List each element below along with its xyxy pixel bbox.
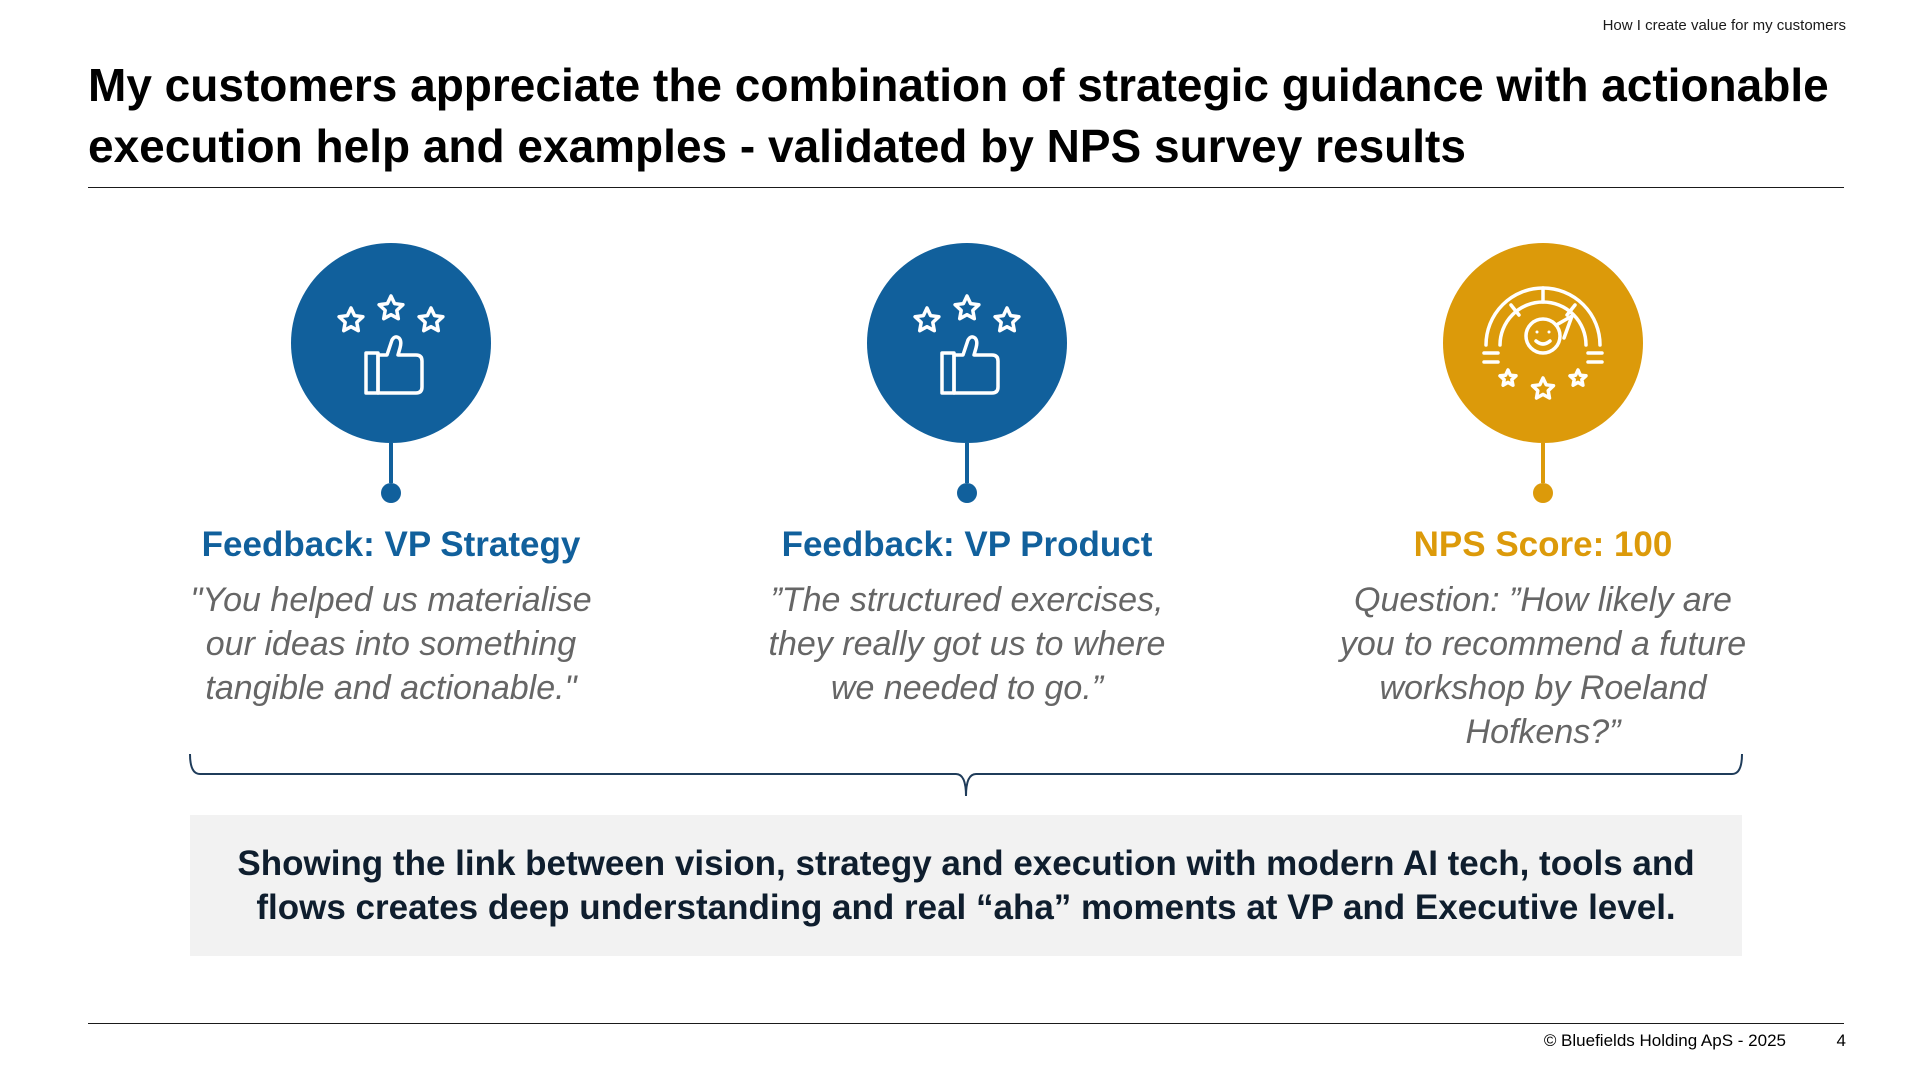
page-number: 4 xyxy=(1836,1031,1846,1050)
nps-score-column: NPS Score: 100 Question: ”How likely are… xyxy=(1283,243,1803,754)
icon-circle xyxy=(291,243,491,443)
column-quote: "You helped us materialise our ideas int… xyxy=(190,581,592,707)
column-quote: ”The structured exercises, they really g… xyxy=(768,581,1166,707)
callout-text: Showing the link between vision, strateg… xyxy=(237,843,1695,927)
satisfaction-gauge-icon xyxy=(1482,286,1604,400)
connector-dot xyxy=(381,483,401,503)
stars-thumbs-up-icon xyxy=(337,294,445,395)
column-quote: Question: ”How likely are you to recomme… xyxy=(1339,581,1747,751)
section-label: How I create value for my customers xyxy=(1602,17,1846,34)
icon-circle xyxy=(1443,243,1643,443)
title-divider xyxy=(88,187,1844,188)
footer-divider xyxy=(88,1023,1844,1024)
connector-dot xyxy=(1533,483,1553,503)
connector-stem xyxy=(389,443,393,483)
footer-copyright: © Bluefields Holding ApS - 2025 xyxy=(1543,1031,1786,1050)
key-message-callout: Showing the link between vision, strateg… xyxy=(190,815,1742,956)
icon-circle xyxy=(867,243,1067,443)
connector-stem xyxy=(965,443,969,483)
column-heading: Feedback: VP Strategy xyxy=(201,525,581,564)
feedback-column-vp-product: Feedback: VP Product ”The structured exe… xyxy=(707,243,1227,710)
slide-title: My customers appreciate the combination … xyxy=(88,59,1829,172)
column-heading: NPS Score: 100 xyxy=(1413,525,1673,564)
column-heading: Feedback: VP Product xyxy=(781,525,1153,564)
connector-stem xyxy=(1541,443,1545,483)
feedback-column-vp-strategy: Feedback: VP Strategy "You helped us mat… xyxy=(131,243,651,710)
stars-thumbs-up-icon xyxy=(913,294,1021,395)
connector-dot xyxy=(957,483,977,503)
grouping-brace xyxy=(189,753,1743,797)
